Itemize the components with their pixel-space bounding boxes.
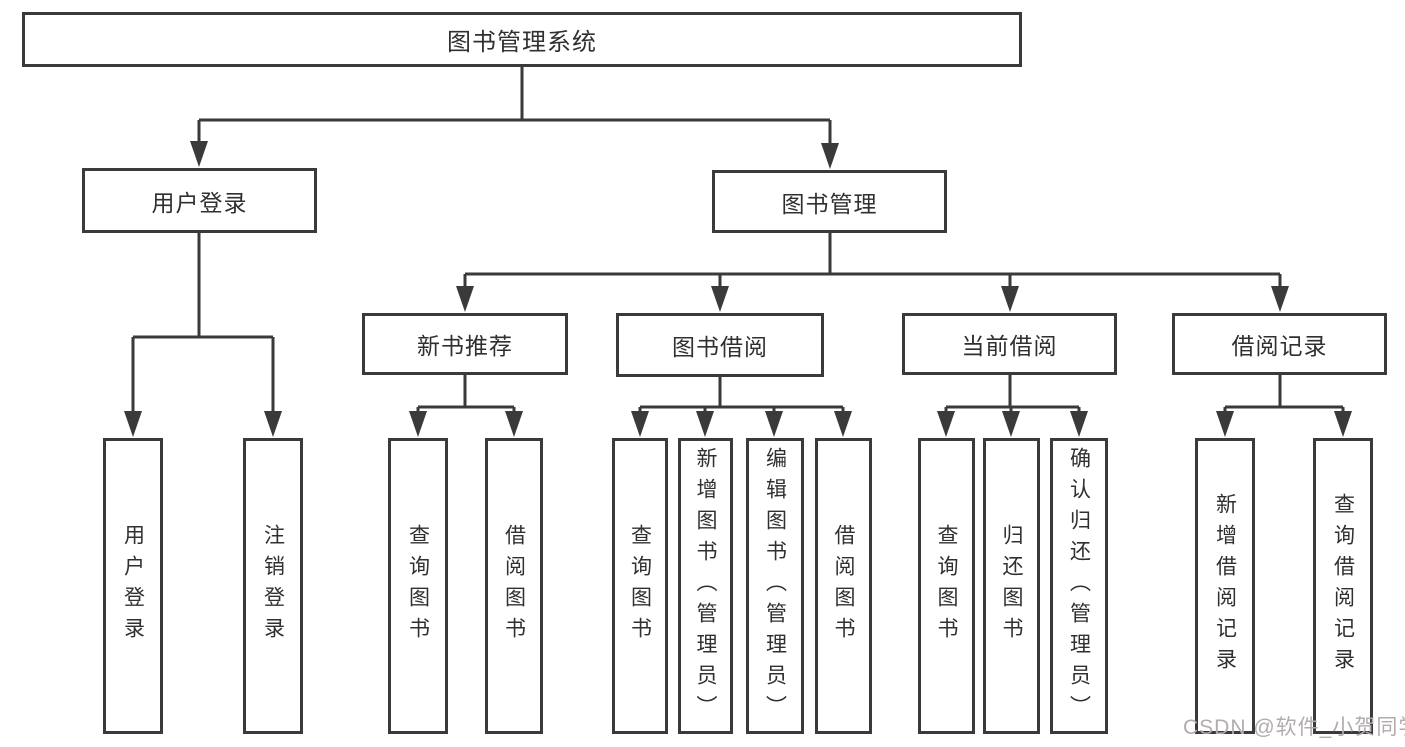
node-book-management-label: 图书管理: [781, 190, 878, 217]
node-borrowing-records: 借阅记录: [1172, 313, 1387, 375]
node-leaf-logout-label: 注销登录: [261, 524, 285, 648]
node-book-management: 图书管理: [712, 170, 947, 233]
node-borrow-books-borrowing: 借阅图书: [815, 438, 872, 734]
node-query-borrow-record-label: 查询借阅记录: [1331, 493, 1355, 679]
node-new-book-recommend-label: 新书推荐: [417, 333, 513, 359]
node-query-books-borrowing: 查询图书: [612, 438, 668, 734]
node-borrowing-records-label: 借阅记录: [1231, 333, 1328, 359]
node-borrow-books-recommend-label: 借阅图书: [502, 524, 526, 648]
node-return-books-label: 归还图书: [1000, 524, 1023, 648]
node-add-books-admin-label: 新增图书（管理员）: [694, 446, 717, 726]
node-borrow-books-borrowing-label: 借阅图书: [832, 524, 855, 648]
node-add-books-admin: 新增图书（管理员）: [678, 438, 733, 734]
node-library-system: 图书管理系统: [22, 12, 1022, 67]
node-query-borrow-record: 查询借阅记录: [1313, 438, 1373, 734]
node-leaf-logout: 注销登录: [243, 438, 303, 734]
node-new-book-recommend: 新书推荐: [362, 313, 568, 375]
node-query-books-recommend: 查询图书: [388, 438, 448, 734]
node-user-login-label: 用户登录: [151, 189, 248, 216]
node-user-login: 用户登录: [82, 168, 317, 233]
node-return-books: 归还图书: [983, 438, 1040, 734]
node-confirm-return-admin: 确认归还（管理员）: [1050, 438, 1108, 734]
node-library-system-label: 图书管理系统: [447, 29, 597, 56]
node-book-borrowing: 图书借阅: [616, 313, 824, 377]
node-book-borrowing-label: 图书借阅: [672, 334, 768, 360]
node-query-books-current-label: 查询图书: [935, 524, 958, 648]
node-leaf-user-login-label: 用户登录: [121, 524, 145, 648]
node-query-books-borrowing-label: 查询图书: [628, 524, 652, 648]
node-borrow-books-recommend: 借阅图书: [485, 438, 543, 734]
node-query-books-current: 查询图书: [918, 438, 975, 734]
node-add-borrow-record-label: 新增借阅记录: [1213, 493, 1237, 679]
node-edit-books-admin: 编辑图书（管理员）: [746, 438, 804, 734]
node-confirm-return-admin-label: 确认归还（管理员）: [1067, 446, 1091, 726]
csdn-watermark: CSDN @软件_小贺同学: [1183, 716, 1405, 739]
node-current-borrowing: 当前借阅: [902, 313, 1117, 375]
node-current-borrowing-label: 当前借阅: [961, 333, 1058, 359]
node-add-borrow-record: 新增借阅记录: [1195, 438, 1255, 734]
node-query-books-recommend-label: 查询图书: [406, 524, 430, 648]
node-leaf-user-login: 用户登录: [103, 438, 163, 734]
node-edit-books-admin-label: 编辑图书（管理员）: [763, 446, 787, 726]
